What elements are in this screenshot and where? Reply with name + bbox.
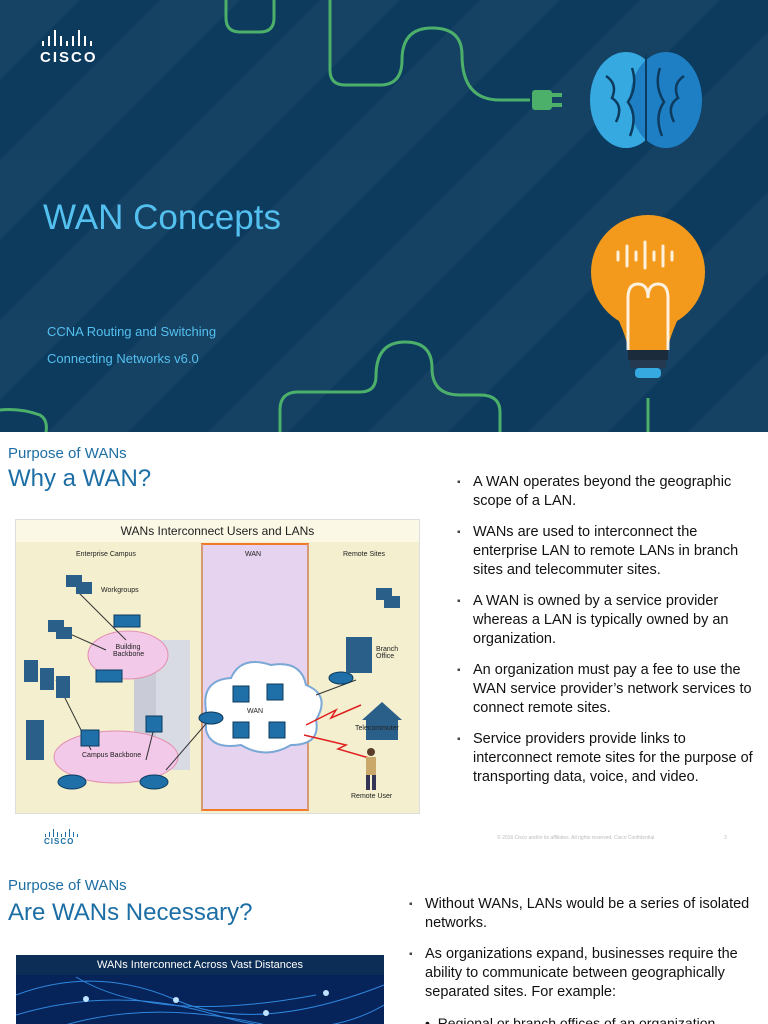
label-wan-cloud: WAN bbox=[247, 708, 264, 715]
slide-heading: Why a WAN? bbox=[8, 465, 152, 492]
footer-logo-text: CISCO bbox=[44, 837, 75, 846]
footer-cisco-logo: CISCO bbox=[44, 829, 78, 846]
copyright-notice: © 2016 Cisco and/or its affiliates. All … bbox=[497, 835, 655, 841]
diagram-title: WANs Interconnect Users and LANs bbox=[120, 524, 315, 538]
section-title: Purpose of WANs bbox=[8, 445, 127, 462]
image-title: WANs Interconnect Across Vast Distances bbox=[16, 955, 384, 975]
label-remote-sites: Remote Sites bbox=[343, 551, 386, 558]
bullet-item: Without WANs, LANs would be a series of … bbox=[409, 895, 754, 933]
sub-bullet-marker: • bbox=[425, 1015, 438, 1024]
network-globe-graphic bbox=[16, 976, 384, 1024]
bullet-item: A WAN operates beyond the geographic sco… bbox=[457, 473, 757, 511]
sub-bullet-item: • Regional or branch offices of an organ… bbox=[425, 1015, 715, 1024]
course-module: Connecting Networks v6.0 bbox=[47, 351, 199, 366]
bullet-item: An organization must pay a fee to use th… bbox=[457, 661, 757, 718]
bullet-item: As organizations expand, businesses requ… bbox=[409, 945, 754, 1002]
cisco-bars-icon bbox=[42, 30, 98, 46]
label-campus-backbone: Campus Backbone bbox=[82, 752, 142, 759]
slide-heading: Are WANs Necessary? bbox=[8, 899, 253, 926]
section-title: Purpose of WANs bbox=[8, 877, 127, 894]
cisco-bars-icon bbox=[45, 829, 78, 837]
label-building-backbone: Building Backbone bbox=[113, 644, 145, 658]
label-remote-user: Remote User bbox=[351, 793, 393, 800]
diagram-graphic bbox=[16, 520, 419, 811]
label-telecommuter: Telecommuter bbox=[355, 725, 399, 732]
cisco-logo: CISCO bbox=[40, 30, 98, 66]
slide-are-wans-necessary: Purpose of WANs Are WANs Necessary? WANs… bbox=[0, 857, 768, 1024]
label-wan-column: WAN bbox=[245, 551, 262, 558]
course-name: CCNA Routing and Switching bbox=[47, 324, 217, 339]
bullet-list: A WAN operates beyond the geographic sco… bbox=[457, 473, 757, 799]
bullet-item: A WAN is owned by a service provider whe… bbox=[457, 592, 757, 649]
bullet-list: Without WANs, LANs would be a series of … bbox=[409, 895, 754, 1014]
logo-text: CISCO bbox=[40, 49, 98, 66]
brain-icon bbox=[590, 52, 702, 148]
label-workgroups: Workgroups bbox=[101, 587, 139, 594]
bullet-item: WANs are used to interconnect the enterp… bbox=[457, 523, 757, 580]
label-branch-office: Branch Office bbox=[376, 646, 399, 660]
decorative-cables bbox=[0, 0, 650, 432]
bullet-item: Service providers provide links to inter… bbox=[457, 730, 757, 787]
plug-icon bbox=[532, 90, 552, 110]
label-enterprise-campus: Enterprise Campus bbox=[76, 551, 136, 558]
page-number: 3 bbox=[724, 835, 727, 841]
slide-title: WAN Concepts bbox=[43, 198, 281, 237]
wan-diagram: WANs Interconnect Users and LANs Enterpr… bbox=[15, 519, 420, 814]
world-network-image: WANs Interconnect Across Vast Distances bbox=[16, 955, 384, 1024]
slide-why-a-wan: Purpose of WANs Why a WAN? bbox=[0, 432, 768, 857]
lightbulb-icon bbox=[591, 215, 705, 378]
sub-bullet-text: Regional or branch offices of an organiz… bbox=[437, 1015, 716, 1024]
title-slide: CISCO WAN Concepts CCNA Routing and Swit… bbox=[0, 0, 768, 432]
